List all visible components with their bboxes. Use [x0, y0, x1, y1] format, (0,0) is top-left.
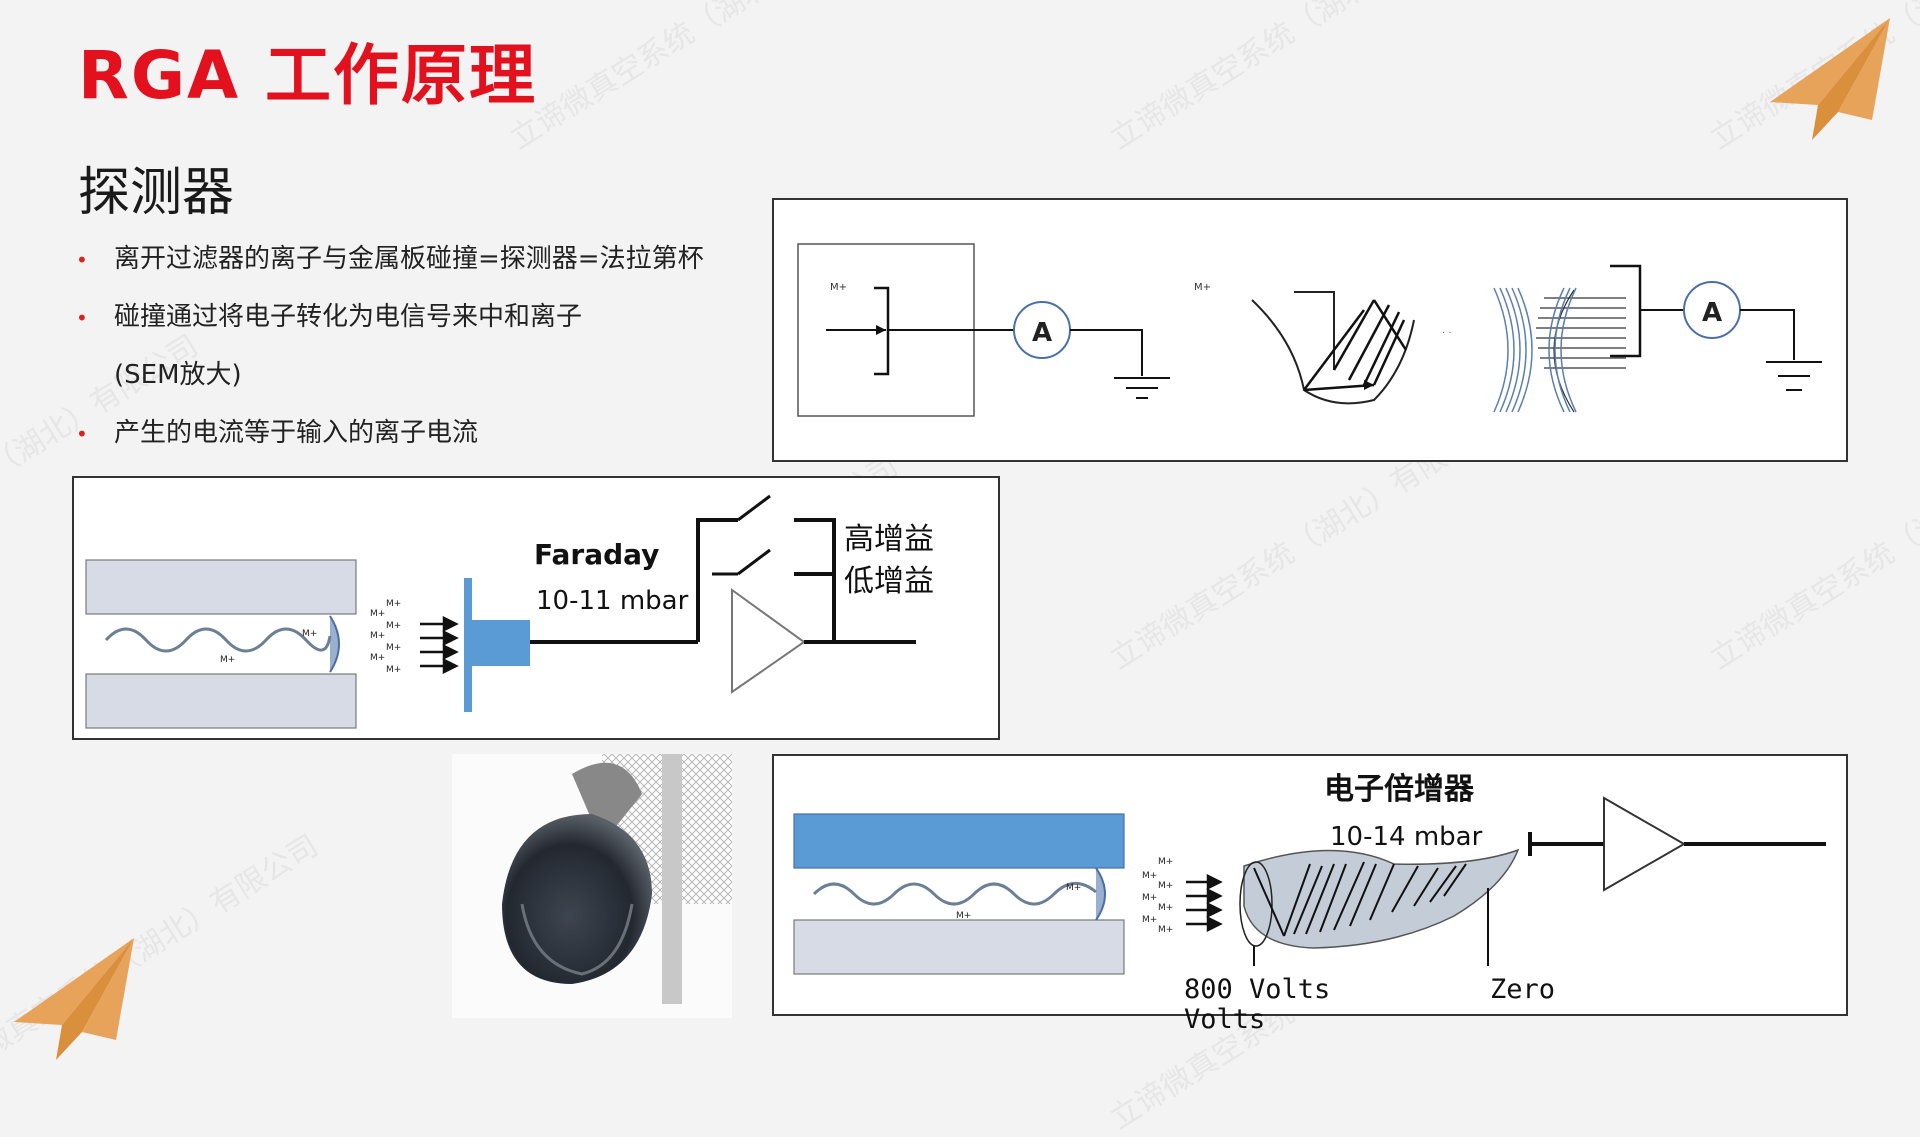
faraday-detector-diagram: M+ M+ M+ M+ M+ M+ M+ M+ M+ — [72, 476, 1000, 740]
bullet-text: 离开过滤器的离子与金属板碰撞=探测器=法拉第杯 — [114, 244, 704, 274]
multiplier-photo-drawing — [502, 754, 732, 1004]
faraday-pressure: 10-11 mbar — [536, 586, 689, 616]
voltage-label-repeat: Volts — [1184, 1004, 1266, 1035]
ion-label: M+ — [302, 629, 317, 639]
ion-label: M+ — [1142, 893, 1157, 903]
watermark: 立谛微真空系统（湖北）有限公司 — [504, 0, 905, 157]
dot-separator: · · — [1442, 328, 1452, 339]
ion-label: M+ — [386, 643, 401, 653]
faraday-label: Faraday — [534, 538, 660, 571]
paper-plane-logo — [1770, 18, 1890, 140]
ion-label: M+ — [1194, 282, 1211, 293]
bullet-text: (SEM放大) — [114, 360, 242, 390]
ion-label: M+ — [370, 653, 385, 663]
ammeter-label: A — [1032, 318, 1052, 348]
bullet-dot: • — [76, 247, 88, 272]
bullet-continuation: (SEM放大) — [114, 354, 242, 391]
faraday-drawing: M+ M+ M+ M+ M+ M+ M+ M+ M+ — [85, 494, 916, 729]
bullet-dot: • — [76, 305, 88, 330]
ion-label: M+ — [1066, 883, 1081, 893]
ion-label: M+ — [1142, 915, 1157, 925]
ammeter-label: A — [1702, 298, 1722, 328]
ion-label: M+ — [1142, 871, 1157, 881]
voltage-label: 800 Volts — [1184, 974, 1331, 1005]
bullet-item: • 离开过滤器的离子与金属板碰撞=探测器=法拉第杯 — [76, 238, 704, 275]
ion-label: M+ — [386, 665, 401, 675]
bullet-text: 产生的电流等于输入的离子电流 — [114, 418, 479, 448]
ion-label: M+ — [370, 609, 385, 619]
ion-label: M+ — [220, 655, 235, 665]
section-subtitle: 探测器 — [78, 163, 235, 223]
detector-types-drawing: M+ A M+ · · — [797, 243, 1822, 417]
ion-label: M+ — [1158, 881, 1173, 891]
sem-pressure: 10-14 mbar — [1330, 822, 1483, 852]
zero-label: Zero — [1490, 974, 1556, 1005]
ion-label: M+ — [1158, 925, 1173, 935]
high-gain-label: 高增益 — [844, 522, 934, 557]
bullet-text: 碰撞通过将电子转化为电信号来中和离子 — [114, 302, 583, 332]
page-title: RGA 工作原理 — [78, 37, 538, 114]
electron-multiplier-photo — [452, 754, 732, 1018]
ion-label: M+ — [1158, 857, 1173, 867]
ion-label: M+ — [830, 282, 847, 293]
ion-label: M+ — [370, 631, 385, 641]
bullet-dot: • — [76, 421, 88, 446]
ion-label: M+ — [386, 599, 401, 609]
ion-label: M+ — [956, 911, 971, 921]
ion-label: M+ — [386, 621, 401, 631]
watermark: 立谛微真空系统（湖北）有限公司 — [1104, 0, 1505, 157]
ion-label: M+ — [1158, 903, 1173, 913]
sem-drawing: M+ M+ M+ M+ M+ M+ M+ M+ M+ — [793, 796, 1826, 975]
paper-plane-logo — [14, 938, 134, 1060]
electron-multiplier-diagram: M+ M+ M+ M+ M+ M+ M+ M+ M+ — [772, 754, 1848, 1016]
detector-types-diagram: M+ A M+ · · — [772, 198, 1848, 462]
low-gain-label: 低增益 — [844, 564, 934, 599]
sem-label: 电子倍增器 — [1324, 772, 1474, 807]
bullet-item: • 碰撞通过将电子转化为电信号来中和离子 — [76, 296, 582, 333]
bullet-item: • 产生的电流等于输入的离子电流 — [76, 412, 478, 449]
